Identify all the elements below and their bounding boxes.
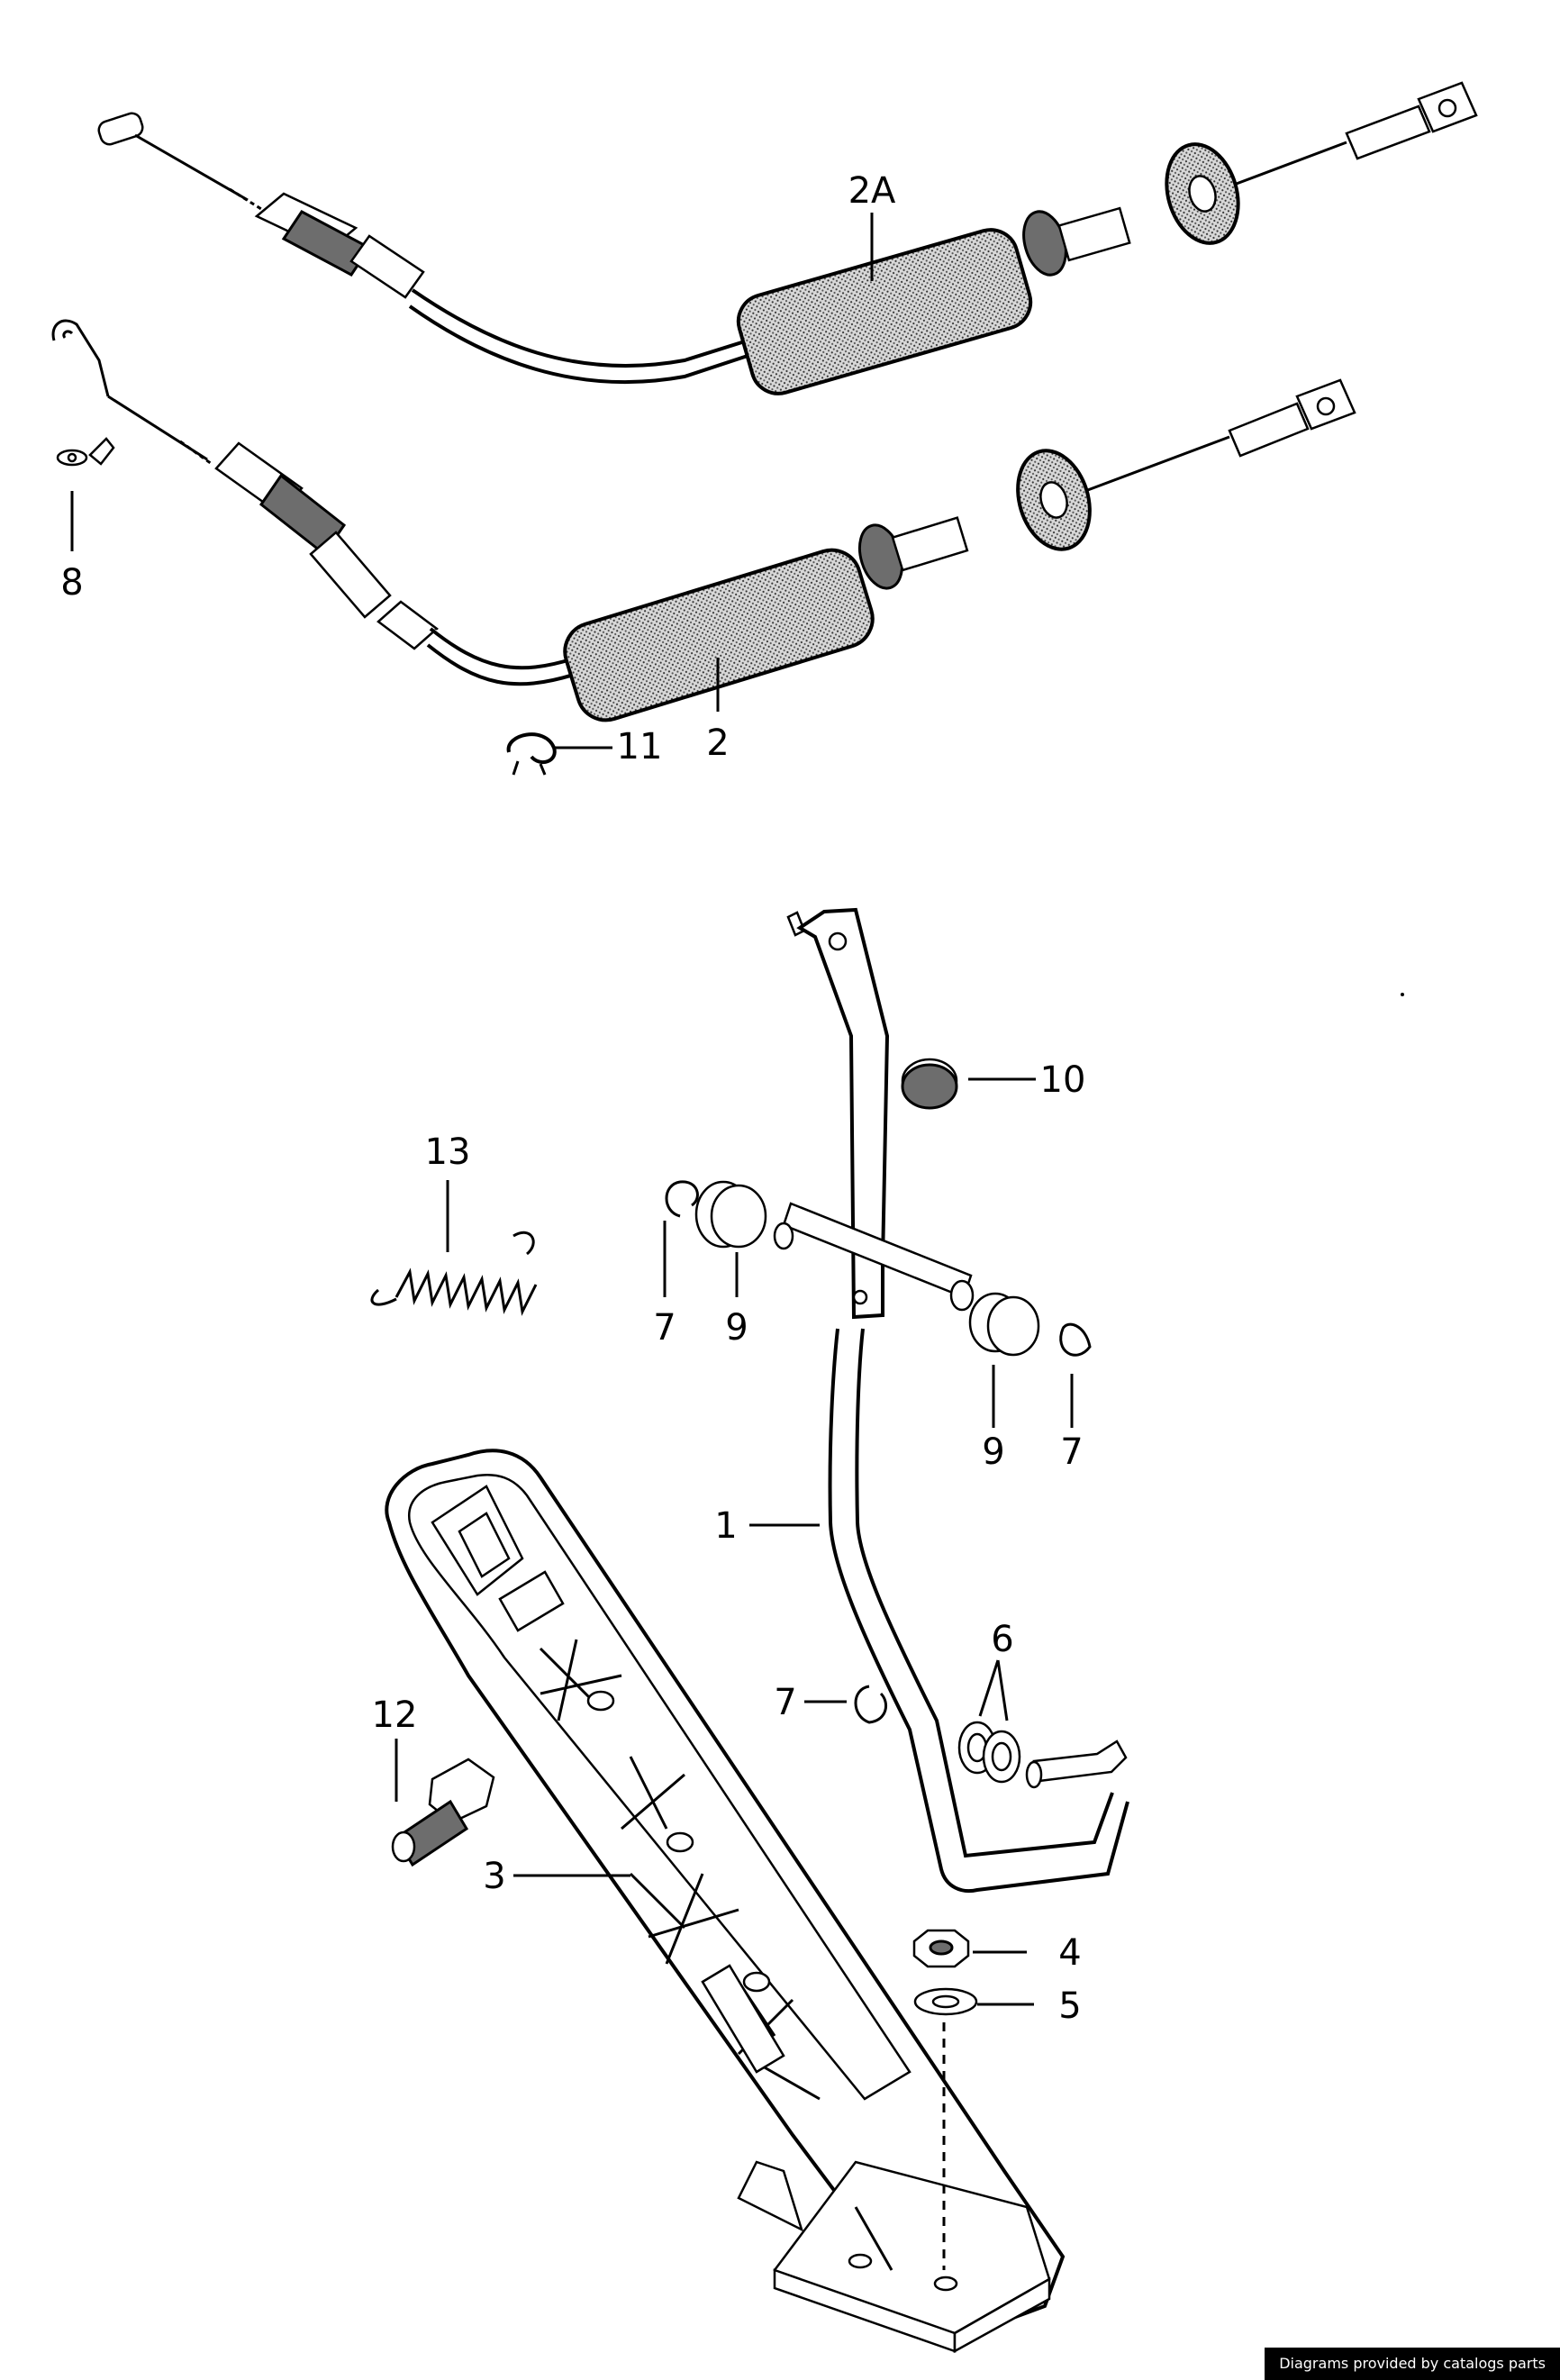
- callout-9-right: 9: [982, 1431, 1004, 1473]
- callout-6: 6: [991, 1619, 1013, 1660]
- callout-9-left: 9: [725, 1307, 748, 1349]
- callout-11: 11: [617, 726, 663, 768]
- part-5-washer: [913, 1987, 978, 2016]
- callout-13: 13: [425, 1131, 471, 1173]
- credit-banner: Diagrams provided by catalogs parts: [1265, 2348, 1560, 2380]
- callout-7-left: 7: [653, 1307, 676, 1349]
- pedal-lever-1: [773, 907, 1129, 1893]
- callout-4: 4: [1058, 1932, 1081, 1974]
- part-7-circlip-right: [1059, 1322, 1092, 1357]
- callout-3: 3: [483, 1856, 505, 1897]
- part-13-spring: [370, 1231, 538, 1316]
- callout-8: 8: [60, 562, 83, 604]
- accelerator-pedal-3: [385, 1449, 1066, 2354]
- leader-lines: [70, 213, 1074, 2006]
- part-9-bushing-right: [968, 1292, 1040, 1357]
- callout-10: 10: [1040, 1059, 1086, 1101]
- part-11-clip: [506, 732, 557, 776]
- callout-12: 12: [372, 1694, 418, 1736]
- throttle-cable-2a: [97, 81, 1478, 395]
- part-7-circlip-lower: [854, 1685, 888, 1724]
- callout-5: 5: [1058, 1985, 1081, 2027]
- throttle-cable-2: [51, 319, 1356, 722]
- callout-7-right: 7: [1060, 1431, 1083, 1473]
- part-9-bushing-left: [694, 1180, 767, 1249]
- part-6-washers: [957, 1721, 1021, 1784]
- part-4-nut: [912, 1929, 970, 1968]
- speck-mark: [1401, 993, 1404, 996]
- part-7-circlip-left: [665, 1180, 699, 1218]
- callout-2a: 2A: [848, 170, 896, 212]
- callout-2: 2: [706, 722, 729, 764]
- callout-7-lower: 7: [774, 1682, 796, 1723]
- part-8-clip: [56, 437, 115, 467]
- callout-1: 1: [714, 1505, 737, 1547]
- part-12-bolt: [391, 1758, 495, 1867]
- part-10-cap: [901, 1058, 958, 1110]
